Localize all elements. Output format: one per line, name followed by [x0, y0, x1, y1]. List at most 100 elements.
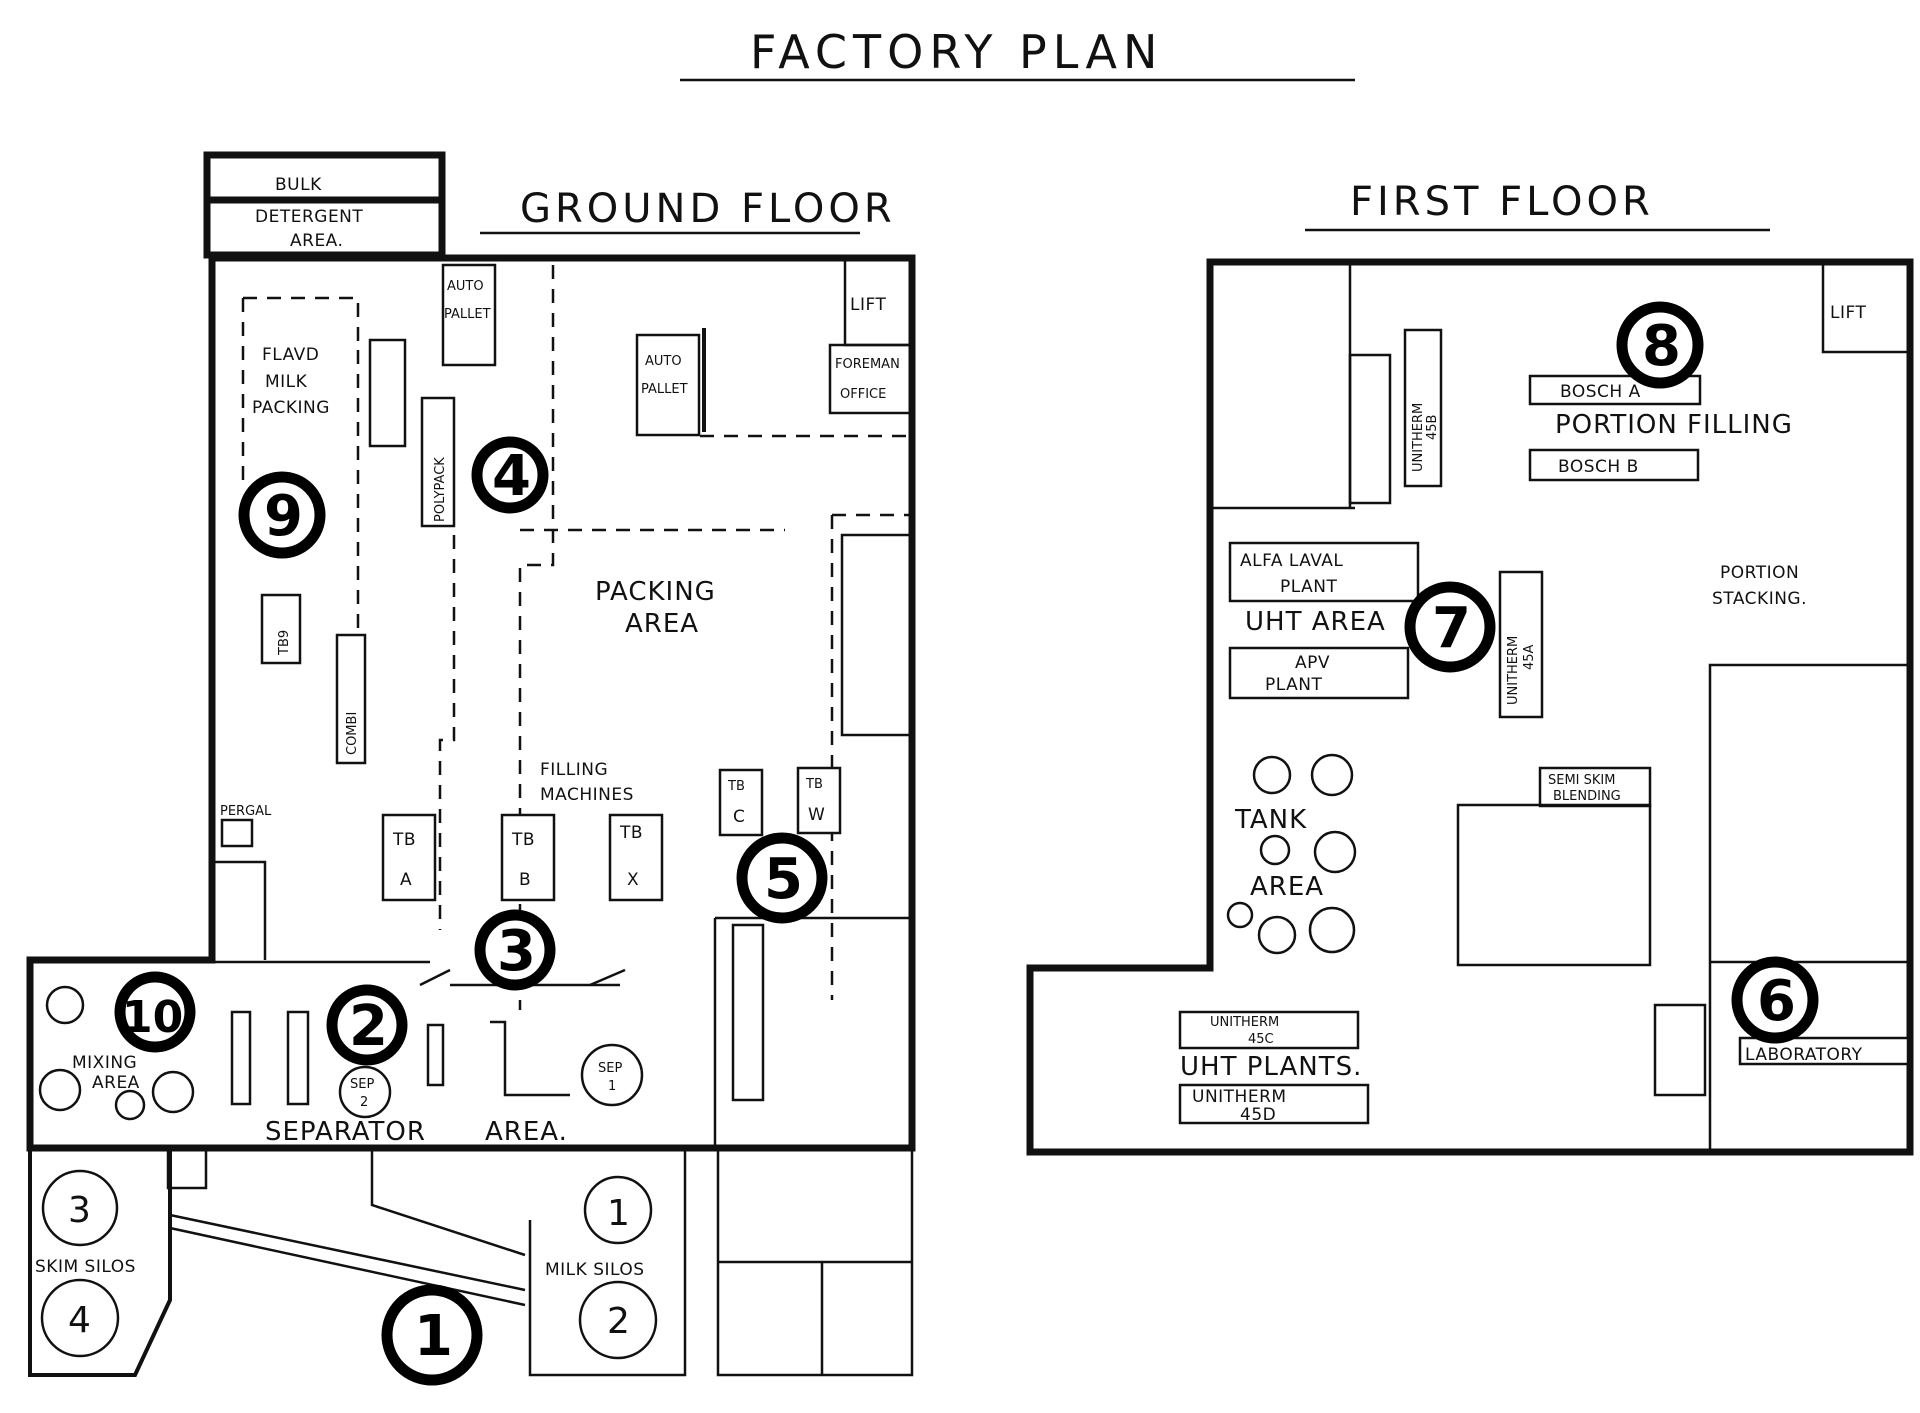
marker-3: 3: [474, 909, 556, 991]
svg-text:2: 2: [349, 994, 388, 1059]
plan-title: FACTORY PLAN: [750, 25, 1163, 79]
marker-1: 1: [381, 1284, 483, 1386]
unitherm-45b-box: [1403, 328, 1443, 488]
semi-skim-blending-box: [1538, 766, 1652, 808]
tb-w-box: [796, 766, 842, 835]
combi-machine: [335, 633, 367, 765]
lift-first: [1821, 260, 1912, 354]
label-lift-first: LIFT: [1830, 303, 1866, 323]
label-tank-area: AREA: [1250, 872, 1324, 902]
label-sep-1: 1: [608, 1079, 616, 1094]
label-tb-b-top: TB: [511, 830, 535, 850]
label-mixing: MIXING: [72, 1053, 137, 1073]
label-unitherm-45d-num: 45D: [1240, 1105, 1276, 1125]
auto-pallet-box-2: [635, 333, 701, 437]
label-mixing-area: AREA: [92, 1073, 140, 1093]
ground-floor-plan: [26, 151, 916, 1377]
label-portion-stacking-2: STACKING.: [1712, 589, 1807, 609]
sep-1-tank: [580, 1043, 644, 1107]
label-pergal: PERGAL: [220, 804, 272, 819]
foreman-office: [828, 343, 914, 415]
svg-text:3: 3: [497, 919, 536, 984]
right-packing-box: [840, 533, 912, 737]
first-floor-title: FIRST FLOOR: [1350, 179, 1654, 225]
label-unitherm-45c-num: 45C: [1248, 1032, 1274, 1047]
tb-a-box: [381, 813, 437, 902]
label-bosch-a: BOSCH A: [1560, 382, 1641, 402]
label-flavd: FLAVD: [262, 345, 319, 365]
label-unitherm-45b: UNITHERM: [1411, 403, 1426, 472]
marker-10: 10: [114, 971, 196, 1053]
svg-text:10: 10: [122, 992, 183, 1043]
label-tank: TANK: [1234, 805, 1307, 835]
label-tb-x: X: [627, 870, 639, 890]
label-lift-ground: LIFT: [850, 295, 886, 315]
label-silo-1: 1: [607, 1193, 630, 1234]
svg-text:4: 4: [492, 444, 531, 509]
marker-7: 7: [1404, 581, 1496, 673]
unitherm-45c-box: [1178, 1010, 1360, 1050]
label-bulk: BULK: [275, 175, 322, 195]
label-polypack: POLYPACK: [433, 457, 448, 522]
sep-2-tank: [338, 1065, 392, 1119]
label-sep-2-top: SEP: [350, 1077, 374, 1092]
label-unitherm-45d: UNITHERM: [1192, 1087, 1287, 1107]
marker-6: 6: [1731, 956, 1819, 1044]
skim-silo-3: [41, 1169, 119, 1247]
blending-room: [1456, 803, 1652, 967]
label-packing: PACKING: [595, 577, 716, 607]
label-auto-pallet-1b: PALLET: [444, 307, 491, 322]
marker-9: 9: [238, 471, 326, 559]
label-combi: COMBI: [345, 712, 360, 755]
label-filling: FILLING: [540, 760, 608, 780]
label-unitherm-45c: UNITHERM: [1210, 1015, 1279, 1030]
svg-text:8: 8: [1642, 314, 1681, 379]
label-silo-2: 2: [607, 1301, 630, 1342]
label-uht-plants: UHT PLANTS.: [1180, 1052, 1362, 1082]
label-detergent-area: AREA.: [290, 231, 343, 251]
bosch-b-box: [1528, 448, 1700, 482]
label-semi-skim: SEMI SKIM: [1548, 773, 1615, 788]
label-filling-machines: MACHINES: [540, 785, 634, 805]
label-sep-1-top: SEP: [598, 1061, 622, 1076]
svg-text:1: 1: [414, 1304, 453, 1369]
milk-silo-2: [578, 1280, 658, 1360]
label-tb-c: C: [733, 807, 745, 827]
label-separator: SEPARATOR: [265, 1117, 426, 1147]
tb9-machine: [260, 593, 302, 665]
label-silo-3: 3: [68, 1190, 91, 1231]
label-tb9: TB9: [277, 630, 292, 656]
stairs-ground-upper: [368, 338, 407, 448]
stairs-ground-lower: [731, 923, 765, 1102]
apv-plant-box: [1228, 646, 1410, 700]
auto-pallet-box-1: [441, 263, 497, 367]
label-foreman: FOREMAN: [835, 357, 900, 372]
label-unitherm-45a-num: 45A: [1522, 644, 1537, 670]
svg-text:7: 7: [1432, 596, 1471, 661]
label-portion-filling: PORTION FILLING: [1555, 410, 1793, 440]
label-tb-c-top: TB: [727, 779, 745, 794]
alfa-laval-plant-box: [1228, 541, 1420, 603]
marker-2: 2: [326, 984, 408, 1066]
label-tb-b: B: [519, 870, 531, 890]
svg-text:5: 5: [764, 847, 803, 912]
tb-x-box: [608, 813, 664, 902]
svg-text:9: 9: [264, 484, 303, 549]
label-flavd-packing: PACKING: [252, 398, 330, 418]
label-bosch-b: BOSCH B: [1558, 457, 1639, 477]
tb-c-box: [718, 768, 764, 837]
label-skim-silos: SKIM SILOS: [35, 1257, 136, 1277]
label-tb-w-top: TB: [805, 777, 823, 792]
label-tb-w: W: [808, 805, 825, 825]
label-laboratory: LABORATORY: [1745, 1045, 1863, 1065]
label-milk-silos: MILK SILOS: [545, 1260, 645, 1280]
label-unitherm-45a: UNITHERM: [1506, 636, 1521, 705]
skim-silo-enclosure: [28, 1146, 172, 1377]
label-detergent: DETERGENT: [255, 207, 363, 227]
unitherm-45a-box: [1498, 570, 1544, 719]
label-alfa-laval: ALFA LAVAL: [1240, 551, 1343, 571]
label-tb-a-top: TB: [392, 830, 416, 850]
label-foreman-office: OFFICE: [840, 387, 886, 402]
ground-floor-title: GROUND FLOOR: [520, 186, 896, 232]
stairs-first-lower: [1653, 1003, 1707, 1097]
